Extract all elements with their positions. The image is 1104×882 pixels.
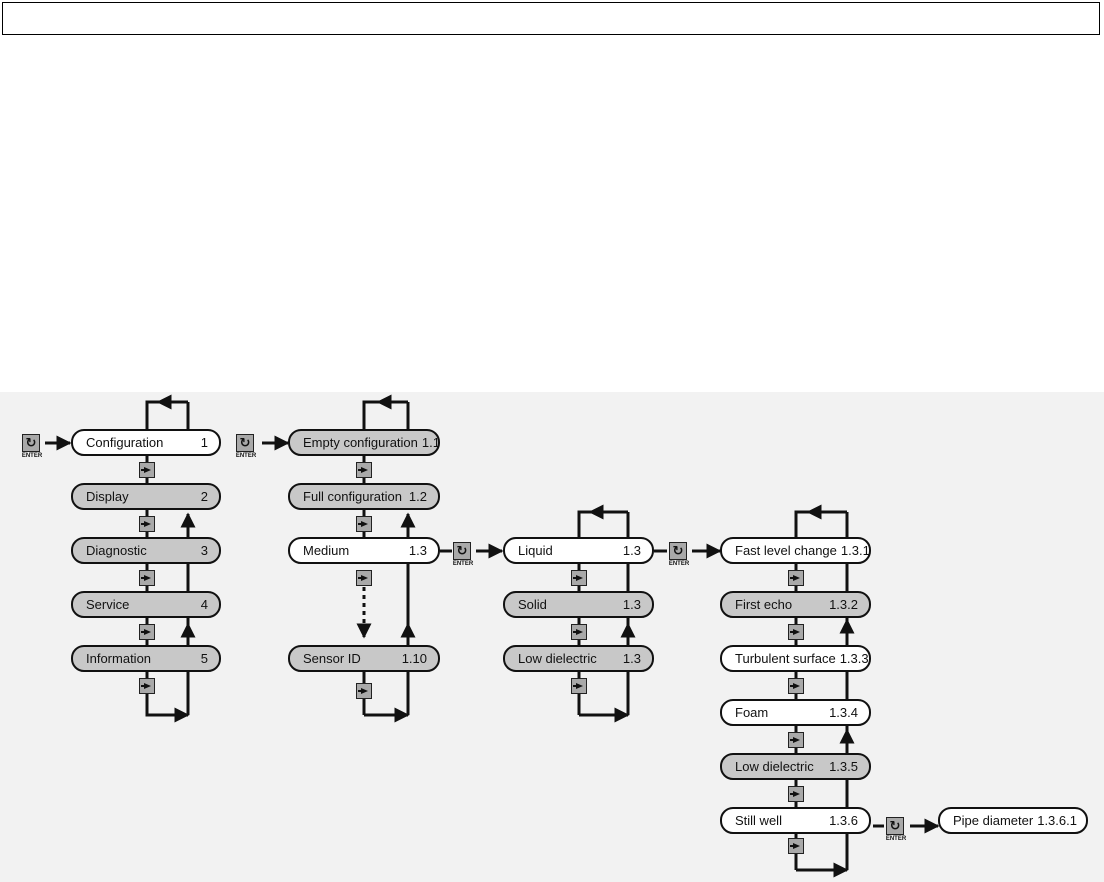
- menu-item-number: 1.10: [401, 651, 427, 666]
- menu-item-label: Turbulent surface: [735, 651, 836, 666]
- menu-item-label: Medium: [303, 543, 350, 558]
- menu-item-number: 1.3: [622, 543, 641, 558]
- down-key-icon: [788, 732, 804, 748]
- down-key-icon: [356, 516, 372, 532]
- enter-key-label: ENTER: [21, 453, 43, 459]
- menu-item-number: 1.3.6.1: [1037, 813, 1077, 828]
- enter-key-icon: ↻: [22, 434, 40, 452]
- menu-item[interactable]: Low dielectric 1.3: [503, 645, 654, 672]
- down-key-icon: [139, 516, 155, 532]
- menu-item-label: Low dielectric: [518, 651, 597, 666]
- enter-key-label: ENTER: [235, 453, 257, 459]
- down-key-icon: [139, 678, 155, 694]
- menu-item-label: Service: [86, 597, 130, 612]
- menu-item[interactable]: Diagnostic 3: [71, 537, 221, 564]
- menu-item[interactable]: Turbulent surface 1.3.3: [720, 645, 871, 672]
- menu-item-label: Full configuration: [303, 489, 402, 504]
- menu-item[interactable]: Liquid 1.3: [503, 537, 654, 564]
- down-key-icon: [139, 624, 155, 640]
- enter-key-label: ENTER: [668, 561, 690, 567]
- enter-key-icon: ↻: [453, 542, 471, 560]
- down-key-icon: [571, 570, 587, 586]
- menu-item-label: Pipe diameter: [953, 813, 1034, 828]
- enter-key: ↻ ENTER: [450, 542, 476, 572]
- menu-item[interactable]: Empty configuration 1.1: [288, 429, 440, 456]
- menu-item[interactable]: Configuration 1: [71, 429, 221, 456]
- menu-item-number: 1.3.1: [840, 543, 870, 558]
- menu-item-number: 2: [200, 489, 208, 504]
- menu-item-number: 1.1: [421, 435, 440, 450]
- menu-item[interactable]: First echo 1.3.2: [720, 591, 871, 618]
- menu-item[interactable]: Medium 1.3: [288, 537, 440, 564]
- enter-key: ↻ ENTER: [883, 817, 909, 847]
- down-key-icon: [139, 462, 155, 478]
- menu-item-number: 4: [200, 597, 208, 612]
- menu-item-label: Still well: [735, 813, 782, 828]
- menu-item[interactable]: Sensor ID 1.10: [288, 645, 440, 672]
- down-key-icon: [788, 786, 804, 802]
- enter-key: ↻ ENTER: [233, 434, 259, 464]
- menu-item-number: 1.2: [408, 489, 427, 504]
- menu-item-label: Fast level change: [735, 543, 837, 558]
- menu-item-number: 1: [200, 435, 208, 450]
- down-key-icon: [139, 570, 155, 586]
- title-bar: [2, 2, 1100, 35]
- menu-item-number: 1.3: [622, 597, 641, 612]
- menu-item-label: Solid: [518, 597, 547, 612]
- menu-item[interactable]: Full configuration 1.2: [288, 483, 440, 510]
- down-key-icon: [571, 624, 587, 640]
- menu-item-number: 1.3.6: [829, 813, 858, 828]
- menu-item-number: 1.3.5: [829, 759, 858, 774]
- down-key-icon: [788, 570, 804, 586]
- menu-item[interactable]: Information 5: [71, 645, 221, 672]
- enter-key-label: ENTER: [885, 836, 907, 842]
- menu-item-label: Display: [86, 489, 129, 504]
- enter-key: ↻ ENTER: [666, 542, 692, 572]
- down-key-icon: [788, 838, 804, 854]
- menu-item[interactable]: Foam 1.3.4: [720, 699, 871, 726]
- menu-item-number: 1.3.3: [839, 651, 869, 666]
- menu-item[interactable]: Low dielectric 1.3.5: [720, 753, 871, 780]
- down-key-icon: [356, 462, 372, 478]
- menu-item-number: 1.3: [408, 543, 427, 558]
- menu-navigation-diagram: ↻ ENTER ↻ ENTER ↻ ENTER ↻ ENTER ↻ ENTER …: [0, 392, 1104, 882]
- top-loop-col3: [577, 510, 628, 538]
- menu-item-number: 1.3.2: [829, 597, 858, 612]
- menu-item-label: Liquid: [518, 543, 553, 558]
- top-loop-col1: [145, 400, 188, 430]
- down-key-icon: [356, 570, 372, 586]
- down-key-icon: [356, 683, 372, 699]
- down-key-icon: [571, 678, 587, 694]
- connector-lines: [45, 394, 940, 878]
- menu-item-label: Foam: [735, 705, 769, 720]
- enter-key-icon: ↻: [669, 542, 687, 560]
- top-loop-col2: [362, 400, 408, 430]
- menu-item-label: Configuration: [86, 435, 164, 450]
- down-key-icon: [788, 624, 804, 640]
- menu-item-label: First echo: [735, 597, 793, 612]
- menu-item-label: Empty configuration: [303, 435, 418, 450]
- wrap-arrow-col1-bottom: [145, 707, 190, 723]
- menu-item[interactable]: Still well 1.3.6: [720, 807, 871, 834]
- menu-item-label: Sensor ID: [303, 651, 361, 666]
- top-loop-col4: [794, 510, 847, 538]
- menu-item-label: Information: [86, 651, 152, 666]
- down-key-icon: [788, 678, 804, 694]
- menu-item[interactable]: Solid 1.3: [503, 591, 654, 618]
- menu-item[interactable]: Display 2: [71, 483, 221, 510]
- menu-item[interactable]: Fast level change 1.3.1: [720, 537, 871, 564]
- enter-key-label: ENTER: [452, 561, 474, 567]
- menu-item[interactable]: Service 4: [71, 591, 221, 618]
- enter-key-icon: ↻: [886, 817, 904, 835]
- enter-key: ↻ ENTER: [19, 434, 45, 464]
- menu-item-label: Low dielectric: [735, 759, 814, 774]
- menu-item[interactable]: Pipe diameter 1.3.6.1: [938, 807, 1088, 834]
- menu-item-number: 5: [200, 651, 208, 666]
- menu-item-number: 1.3: [622, 651, 641, 666]
- menu-item-label: Diagnostic: [86, 543, 147, 558]
- menu-item-number: 3: [200, 543, 208, 558]
- menu-item-number: 1.3.4: [829, 705, 858, 720]
- enter-key-icon: ↻: [236, 434, 254, 452]
